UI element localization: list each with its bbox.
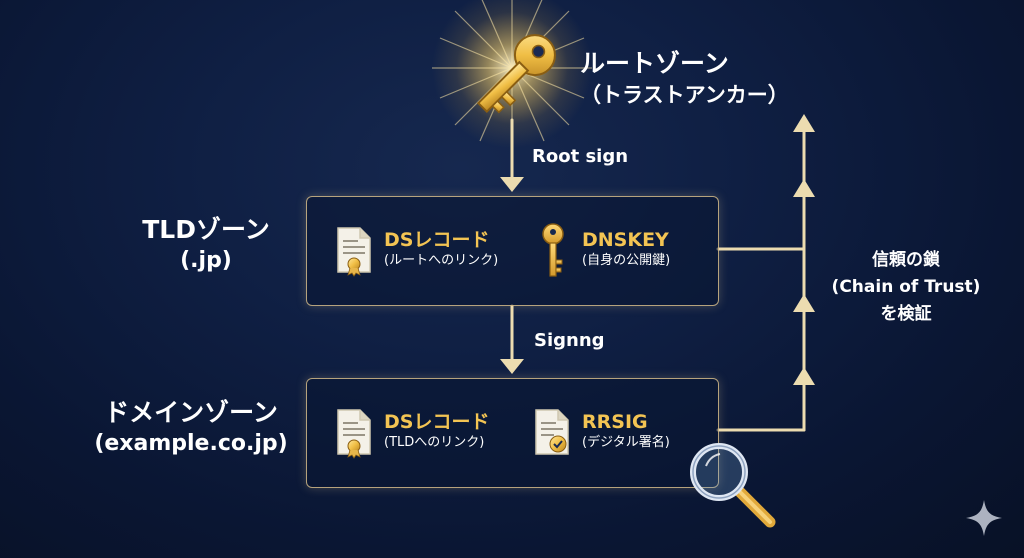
chain-line-3: を検証 [880, 304, 932, 324]
edge-label-signing: Signng [534, 330, 605, 351]
certificate-icon [337, 409, 371, 459]
tld-ds-record: DSレコード (ルートへのリンク) [384, 228, 498, 270]
domain-rrsig-label: RRSIG [582, 411, 648, 433]
certificate-icon [337, 227, 371, 277]
tld-ds-record-label: DSレコード [384, 229, 490, 251]
arrowhead-tld-to-domain [500, 359, 524, 374]
tld-ds-record-sub: (ルートへのリンク) [384, 253, 499, 268]
tld-zone-label: TLDゾーン (.jp) [126, 214, 286, 276]
domain-ds-record-sub: (TLDへのリンク) [384, 435, 485, 450]
domain-rrsig: RRSIG (デジタル署名) [582, 410, 670, 452]
root-zone-subtitle: （トラストアンカー） [580, 83, 789, 107]
domain-zone-title: ドメインゾーン [104, 398, 278, 427]
tld-zone-box [306, 196, 719, 306]
tld-dnskey-sub: (自身の公開鍵) [582, 253, 671, 268]
chain-arrowhead-2 [793, 179, 815, 197]
domain-rrsig-sub: (デジタル署名) [582, 435, 670, 450]
key-icon [542, 223, 564, 277]
tld-zone-title: TLDゾーン [142, 215, 270, 244]
tld-dnskey: DNSKEY (自身の公開鍵) [582, 228, 670, 270]
chain-of-trust-label: 信頼の鎖 (Chain of Trust) を検証 [818, 247, 994, 328]
root-zone-title: ルートゾーン [580, 49, 729, 78]
domain-ds-record: DSレコード (TLDへのリンク) [384, 410, 489, 452]
tld-zone-subtitle: (.jp) [180, 248, 232, 273]
arrowhead-root-to-tld [500, 177, 524, 192]
root-key-icon [476, 34, 556, 114]
chain-line-2: (Chain of Trust) [831, 277, 981, 297]
magnifier-icon [690, 443, 776, 528]
tld-dnskey-label: DNSKEY [582, 229, 669, 251]
chain-arrowhead-3 [793, 294, 815, 312]
root-zone-label: ルートゾーン （トラストアンカー） [580, 48, 789, 110]
edge-label-root-sign: Root sign [532, 146, 629, 167]
domain-zone-subtitle: (example.co.jp) [94, 431, 288, 456]
chain-arrowhead-1 [793, 114, 815, 132]
domain-zone-box [306, 378, 719, 488]
signed-document-icon [535, 409, 569, 455]
chain-arrowhead-4 [793, 367, 815, 385]
domain-zone-label: ドメインゾーン (example.co.jp) [88, 397, 294, 459]
sparkle-icon [966, 500, 1002, 536]
chain-line-1: 信頼の鎖 [872, 250, 940, 270]
domain-ds-record-label: DSレコード [384, 411, 490, 433]
